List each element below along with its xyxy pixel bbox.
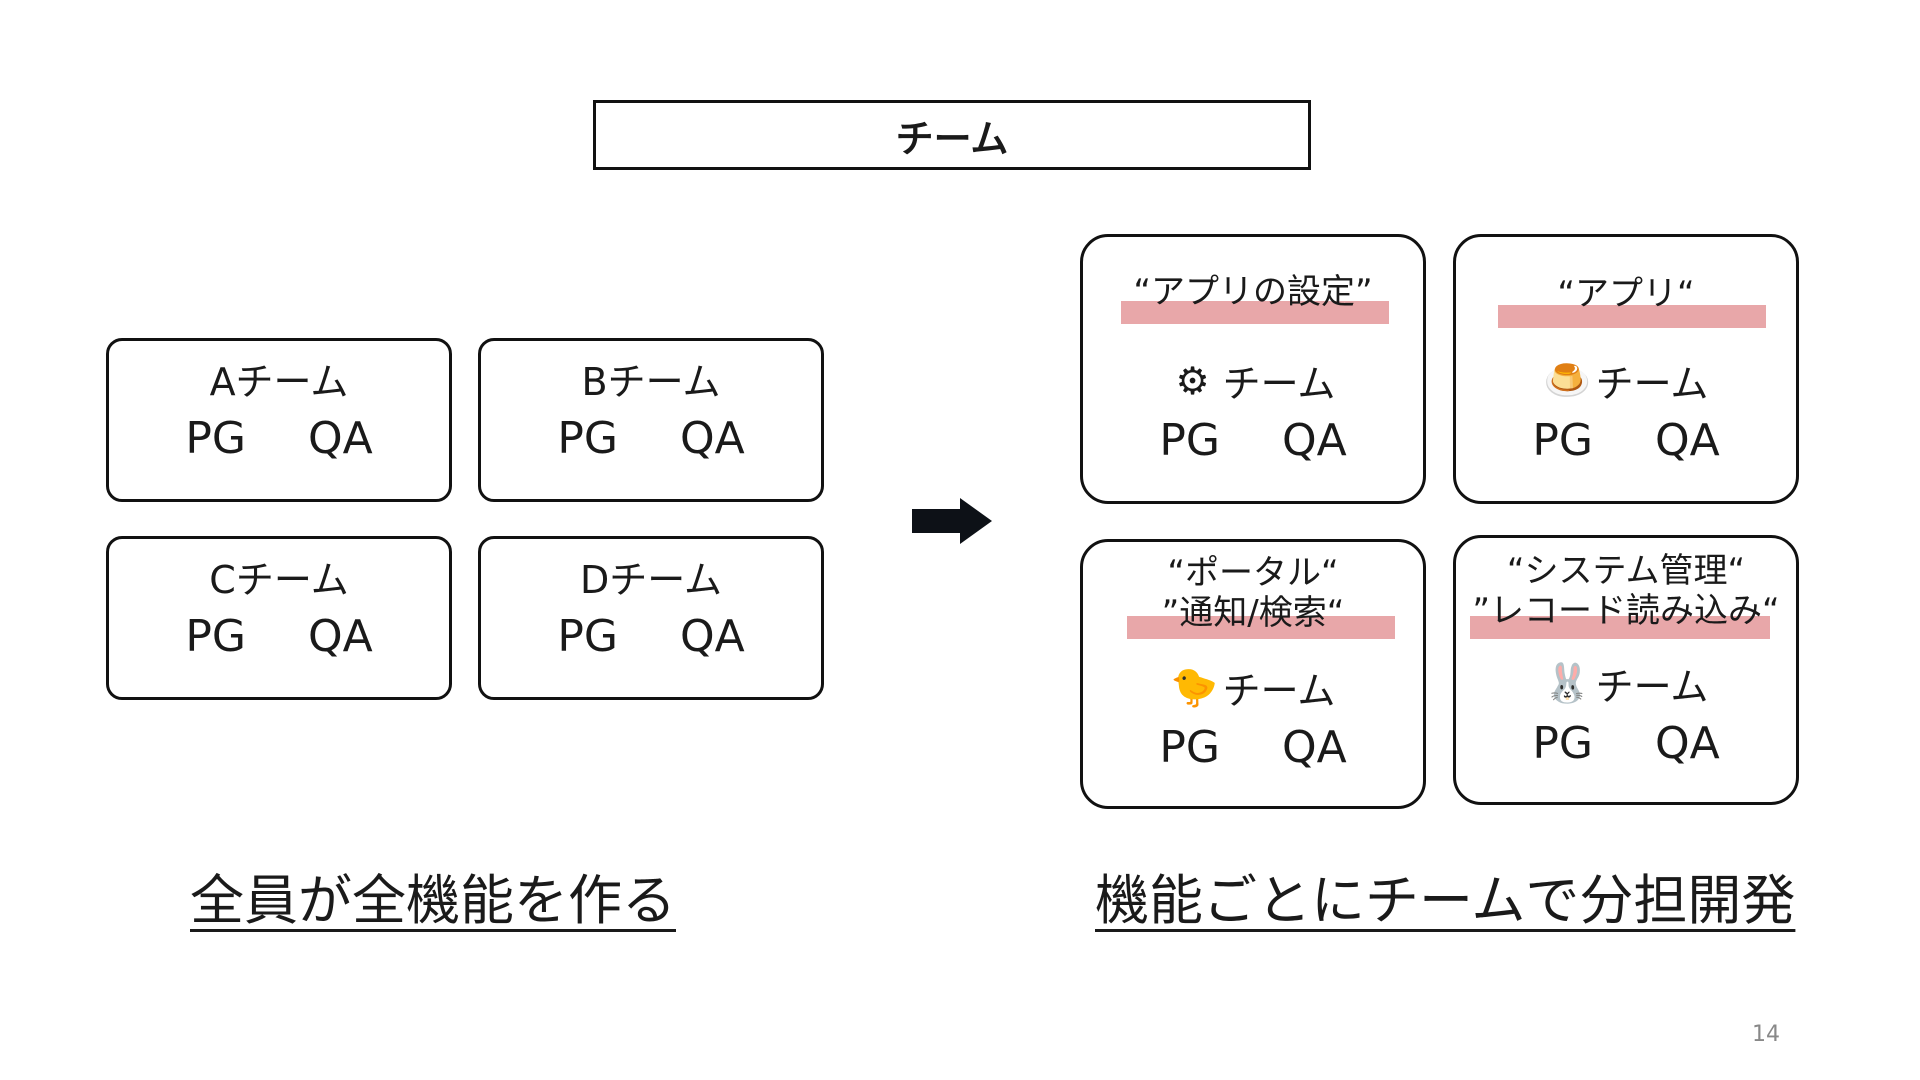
team-name: Bチーム xyxy=(581,360,721,404)
team-roles: PG QA xyxy=(109,413,449,464)
feature-highlight xyxy=(1127,616,1395,639)
feature-label-line2: ”レコード読み込み“ xyxy=(1472,591,1780,631)
team-roles: PG QA xyxy=(109,611,449,662)
role-qa: QA xyxy=(1281,415,1347,466)
team-roles: PG QA xyxy=(481,611,821,662)
caption-new-structure: 機能ごとにチームで分担開発 xyxy=(1095,869,1796,932)
feature-team-name: チーム xyxy=(1222,669,1336,713)
role-qa: QA xyxy=(679,611,745,662)
role-pg: PG xyxy=(1532,415,1593,466)
team-box-c: Cチーム PG QA xyxy=(106,536,452,700)
role-pg: PG xyxy=(1159,722,1220,773)
feature-team-box-system: “システム管理“ ”レコード読み込み“ 🐰 チーム PG QA xyxy=(1453,535,1799,805)
feature-team-box-app: “アプリ“ 🍮 チーム PG QA xyxy=(1453,234,1799,504)
team-box-a: Aチーム PG QA xyxy=(106,338,452,502)
feature-team-name: チーム xyxy=(1595,362,1709,406)
team-name: Aチーム xyxy=(209,360,349,404)
chick-icon: 🐤 xyxy=(1170,665,1218,709)
feature-team-box-portal: “ポータル“ ”通知/検索“ 🐤 チーム PG QA xyxy=(1080,539,1426,809)
title-box: チーム xyxy=(593,100,1311,170)
team-box-d: Dチーム PG QA xyxy=(478,536,824,700)
gear-icon: ⚙ xyxy=(1175,358,1210,403)
page-number: 14 xyxy=(1752,1022,1780,1047)
team-box-b: Bチーム PG QA xyxy=(478,338,824,502)
feature-label-line2: ”通知/検索“ xyxy=(1161,593,1345,633)
role-pg: PG xyxy=(185,413,246,464)
feature-label-line1: “システム管理“ xyxy=(1506,551,1746,591)
pudding-icon: 🍮 xyxy=(1543,358,1591,402)
feature-team-row: 🐰 チーム xyxy=(1456,656,1796,711)
right-arrow-icon xyxy=(912,498,992,544)
feature-team-box-settings: “アプリの設定” ⚙ チーム PG QA xyxy=(1080,234,1426,504)
caption-old-structure: 全員が全機能を作る xyxy=(190,869,676,932)
feature-highlight xyxy=(1498,305,1766,328)
role-qa: QA xyxy=(1654,415,1720,466)
role-pg: PG xyxy=(185,611,246,662)
team-roles: PG QA xyxy=(1456,415,1796,466)
role-qa: QA xyxy=(1654,718,1720,769)
team-roles: PG QA xyxy=(1083,722,1423,773)
feature-label: “アプリ“ xyxy=(1557,274,1695,314)
role-qa: QA xyxy=(307,413,373,464)
team-roles: PG QA xyxy=(481,413,821,464)
team-roles: PG QA xyxy=(1083,415,1423,466)
feature-label-line1: “ポータル“ xyxy=(1167,553,1339,593)
role-pg: PG xyxy=(557,413,618,464)
team-name: Cチーム xyxy=(209,558,349,602)
feature-team-name: チーム xyxy=(1595,665,1709,709)
role-pg: PG xyxy=(557,611,618,662)
feature-highlight xyxy=(1470,616,1770,639)
team-roles: PG QA xyxy=(1456,718,1796,769)
role-pg: PG xyxy=(1159,415,1220,466)
role-qa: QA xyxy=(307,611,373,662)
feature-team-row: 🐤 チーム xyxy=(1083,660,1423,715)
rabbit-icon: 🐰 xyxy=(1543,661,1591,705)
feature-team-row: ⚙ チーム xyxy=(1083,353,1423,408)
feature-team-row: 🍮 チーム xyxy=(1456,353,1796,408)
title-text: チーム xyxy=(895,116,1009,161)
role-qa: QA xyxy=(679,413,745,464)
role-pg: PG xyxy=(1532,718,1593,769)
feature-highlight xyxy=(1121,301,1389,324)
feature-label: “アプリの設定” xyxy=(1133,272,1373,312)
role-qa: QA xyxy=(1281,722,1347,773)
feature-team-name: チーム xyxy=(1222,362,1336,406)
team-name: Dチーム xyxy=(579,558,723,602)
